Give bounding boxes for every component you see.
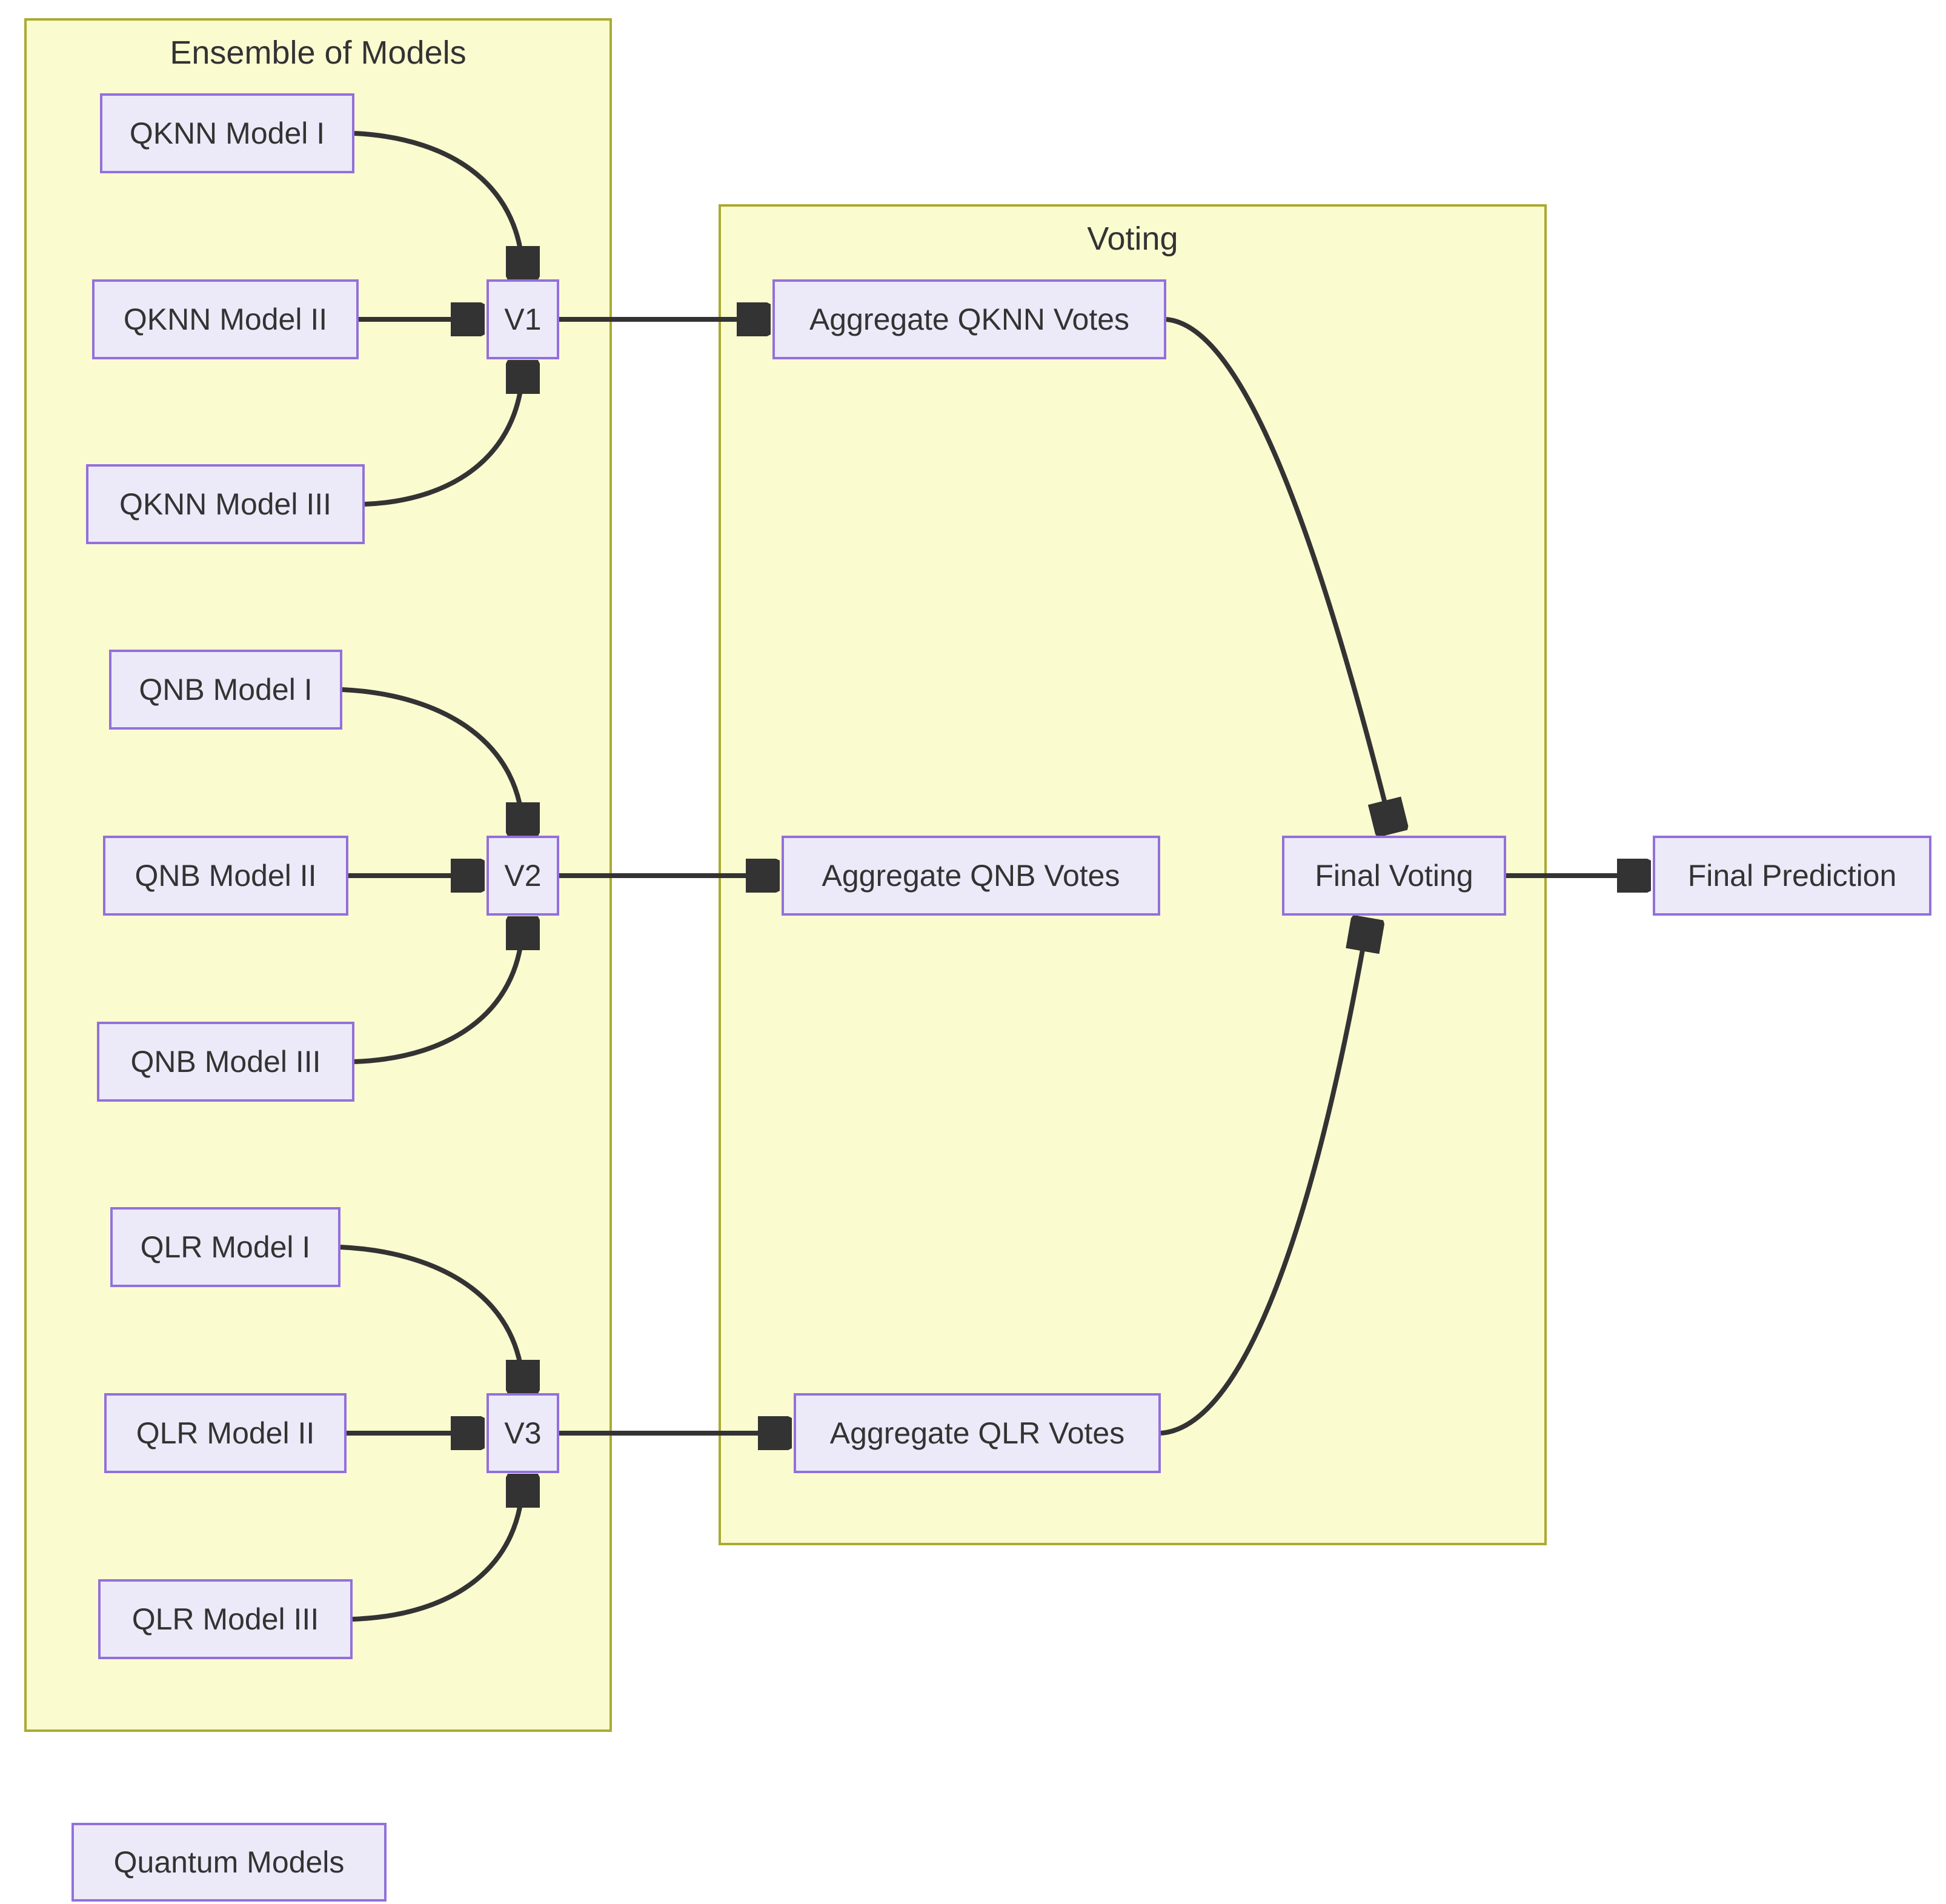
node-qlr-model-3: QLR Model III xyxy=(98,1579,353,1659)
node-qlr-model-1: QLR Model I xyxy=(110,1207,340,1287)
node-qlr-model-2: QLR Model II xyxy=(104,1393,347,1473)
cluster-ensemble-title: Ensemble of Models xyxy=(170,35,467,71)
node-aggregate-qnb-votes: Aggregate QNB Votes xyxy=(782,836,1160,916)
node-qknn-model-2: QKNN Model II xyxy=(92,279,359,359)
edge-agg-qlr-final-voting xyxy=(1160,919,1368,1436)
edge-qknn3-v1 xyxy=(364,362,523,507)
edge-qlr3-v3 xyxy=(352,1476,523,1622)
node-aggregate-qknn-votes: Aggregate QKNN Votes xyxy=(772,279,1166,359)
node-qnb-model-2: QNB Model II xyxy=(103,836,348,916)
node-qnb-model-3: QNB Model III xyxy=(97,1022,354,1102)
node-aggregate-qlr-votes: Aggregate QLR Votes xyxy=(794,1393,1161,1473)
edge-qlr1-v3 xyxy=(340,1245,523,1392)
cluster-voting-title: Voting xyxy=(1087,221,1178,257)
node-v1: V1 xyxy=(486,279,559,359)
node-qnb-model-1: QNB Model I xyxy=(109,650,342,730)
node-qknn-model-3: QKNN Model III xyxy=(86,464,365,544)
node-v3: V3 xyxy=(486,1393,559,1473)
edge-agg-qknn-final-voting xyxy=(1166,317,1392,832)
edge-qnb3-v2 xyxy=(354,918,523,1064)
edge-qnb1-v2 xyxy=(342,687,523,834)
node-quantum-models-legend: Quantum Models xyxy=(71,1823,387,1902)
node-final-voting: Final Voting xyxy=(1282,836,1506,916)
node-v2: V2 xyxy=(486,836,559,916)
node-qknn-model-1: QKNN Model I xyxy=(100,93,354,173)
node-final-prediction: Final Prediction xyxy=(1653,836,1931,916)
edge-qknn1-v1 xyxy=(354,131,523,278)
